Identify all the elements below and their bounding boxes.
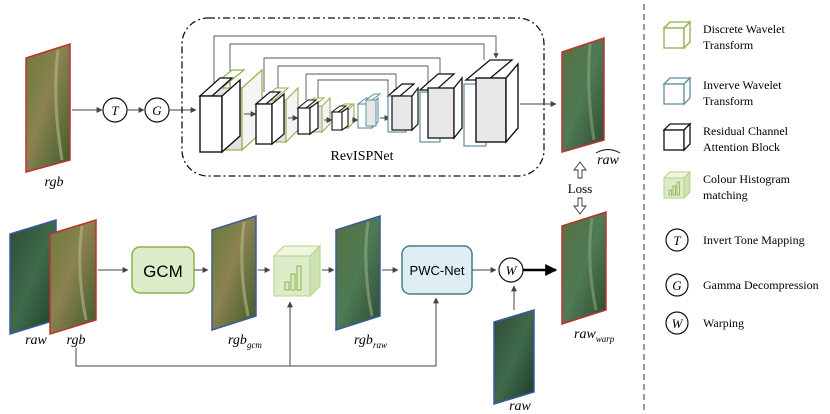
legend-text: Invert Tone Mapping: [703, 233, 805, 247]
legend-text: Transform: [703, 94, 754, 108]
legend-item-w: W Warping: [665, 311, 744, 335]
raw-hat-output-image: [561, 36, 605, 153]
block-2-rcab: [254, 86, 299, 146]
g-circle-icon: G: [665, 273, 689, 297]
block-7-rcab: [418, 73, 463, 143]
skip-connections: [213, 35, 499, 100]
legend-item-histogram: Colour Histogram matching: [662, 170, 791, 202]
rgb-raw-label: rgbraw: [354, 333, 387, 350]
rcab-cube-icon: [662, 122, 692, 152]
raw-warp-image: [561, 210, 607, 326]
legend-item-g: G Gamma Decompression: [665, 273, 819, 297]
rgb-gcm-image: [211, 214, 257, 332]
raw-input-image: [9, 218, 57, 336]
svg-text:PWC-Net: PWC-Net: [410, 263, 465, 278]
dwt-cube-icon: [662, 20, 692, 50]
rgb-raw-image: [335, 214, 381, 332]
loss-up-arrow: [573, 161, 587, 179]
raw-hat-label: raw: [597, 153, 619, 168]
t-circle-icon: T: [665, 228, 689, 252]
histogram-cube-icon: [662, 170, 692, 200]
gamma-decompression-op: G: [144, 97, 170, 123]
histogram-cube: [272, 244, 322, 298]
legend-text: Discrete Wavelet: [703, 22, 785, 36]
block-6-rcab: [386, 83, 419, 133]
svg-text:G: G: [152, 103, 162, 118]
block-5-iwt: [356, 93, 382, 130]
legend-text: Gamma Decompression: [703, 278, 819, 292]
rgb-feedback-lines: [75, 297, 439, 367]
legend-text: Residual Channel: [703, 124, 789, 138]
revispnet-title: RevISPNet: [331, 149, 394, 164]
gcm-block: GCM: [131, 246, 195, 294]
svg-text:W: W: [506, 263, 518, 278]
block-8-rcab: [463, 59, 519, 147]
legend-item-t: T Invert Tone Mapping: [665, 228, 805, 252]
legend-text: matching: [703, 188, 748, 202]
hat-accent-icon: [595, 149, 621, 154]
legend-text: Warping: [703, 316, 744, 330]
rgb-input-image-bottom: [49, 218, 97, 336]
block-1-rcab: [198, 68, 263, 154]
revispnet-boundary: [181, 17, 545, 177]
raw-bottom-image: [493, 308, 535, 406]
legend-text: Transform: [703, 38, 754, 52]
loss-down-arrow: [573, 197, 587, 215]
rgb-input-image: [25, 42, 71, 173]
svg-text:GCM: GCM: [143, 262, 183, 281]
legend-text: Attention Block: [703, 140, 780, 154]
svg-text:W: W: [672, 316, 684, 331]
block-4-bottleneck: [330, 102, 355, 132]
svg-text:T: T: [673, 233, 681, 248]
raw-warp-label: rawwarp: [574, 327, 615, 344]
legend-text: Inverve Wavelet: [703, 78, 782, 92]
pwc-net-block: PWC-Net: [401, 245, 473, 295]
block-3-rcab: [296, 96, 331, 136]
legend-text: Colour Histogram: [703, 172, 791, 186]
invert-tone-mapping-op: T: [102, 97, 128, 123]
loss-label: Loss: [568, 181, 593, 196]
w-circle-icon: W: [665, 311, 689, 335]
rgb-gcm-label: rgbgcm: [228, 333, 262, 350]
rgb-top-label: rgb: [45, 175, 64, 190]
warping-op: W: [498, 257, 524, 283]
rgb-left-label: rgb: [67, 333, 86, 348]
svg-text:G: G: [672, 278, 682, 293]
svg-text:T: T: [111, 103, 119, 118]
raw-bottom-label: raw: [509, 399, 531, 414]
iwt-cube-icon: [662, 76, 692, 106]
raw-left-label: raw: [25, 333, 47, 348]
